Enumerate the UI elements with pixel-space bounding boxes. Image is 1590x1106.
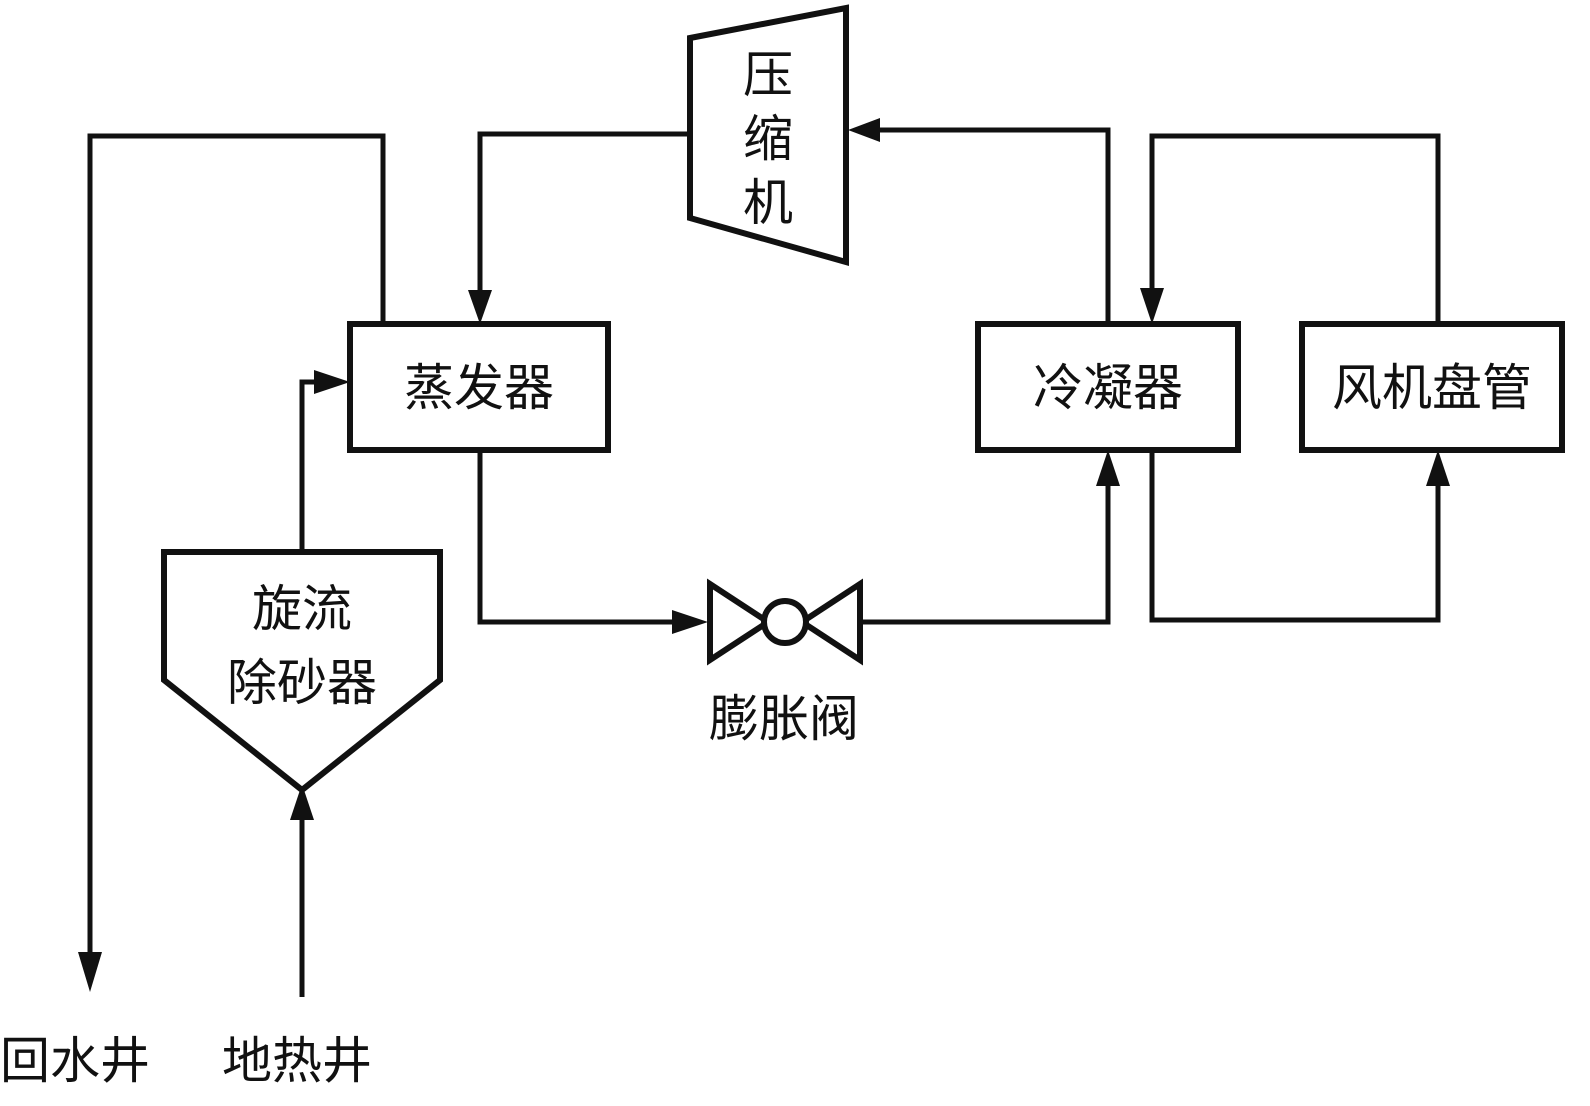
pipe-evaporator-to-valve (477, 450, 680, 625)
arrow-down-evaporator (468, 290, 492, 324)
pipe-fancoil-to-condenser (1149, 133, 1441, 322)
condenser-label: 冷凝器 (1033, 359, 1183, 417)
return-well-label: 回水井 (0, 1032, 150, 1090)
expansion-valve-label: 膨胀阀 (709, 690, 859, 748)
compressor-label-3: 机 (743, 174, 793, 232)
evaporator-label: 蒸发器 (404, 359, 554, 417)
desander-shape (161, 549, 443, 794)
geothermal-well-label: 地热井 (222, 1032, 372, 1090)
compressor-shape (687, 4, 849, 266)
evaporator-box (347, 321, 611, 453)
compressor-label-1: 压 (743, 46, 793, 104)
fan-coil-box (1299, 321, 1565, 453)
arrow-right-evaporator (314, 370, 350, 394)
desander-label-1: 旋流 (252, 580, 352, 638)
arrow-up-desander (290, 784, 314, 820)
condenser-box (975, 321, 1241, 453)
arrow-up-condenser (1096, 450, 1120, 486)
arrow-left-compressor (848, 118, 880, 142)
expansion-valve-icon (707, 578, 863, 666)
arrow-down-condenser (1140, 288, 1164, 324)
desander-label-2: 除砂器 (227, 654, 377, 712)
pipe-evaporator-to-return-well (87, 133, 386, 960)
pipe-compressor-to-evaporator (477, 131, 690, 300)
arrow-down-return-well (78, 952, 102, 992)
arrow-right-valve (672, 610, 708, 634)
pipe-condenser-to-compressor (872, 127, 1111, 322)
pipe-valve-to-condenser (862, 478, 1111, 625)
fan-coil-label: 风机盘管 (1332, 359, 1532, 417)
pipe-desander-to-evaporator (299, 379, 322, 552)
pipe-condenser-to-fancoil (1149, 450, 1441, 623)
arrow-up-fancoil (1426, 450, 1450, 486)
compressor-label-2: 缩 (743, 110, 793, 168)
